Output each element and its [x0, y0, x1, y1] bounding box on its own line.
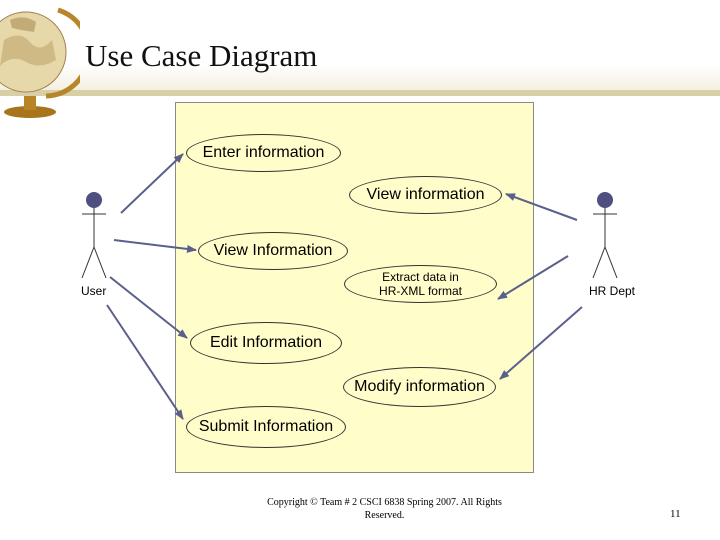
- globe-icon: [0, 7, 80, 118]
- arrow-user-view: [113, 239, 197, 253]
- usecase-view-information-user: View Information: [198, 232, 348, 270]
- slide-title: Use Case Diagram: [85, 38, 318, 73]
- header-rule: [0, 90, 720, 96]
- footer-copyright: Copyright © Team # 2 CSCI 6838 Spring 20…: [267, 497, 502, 521]
- arrow-hr-modify: [499, 306, 583, 380]
- arrow-user-submit: [106, 304, 184, 420]
- header-band: [0, 0, 720, 92]
- usecase-label: Modify information: [354, 378, 485, 395]
- hr-actor-icon: [592, 192, 618, 279]
- usecase-modify-information: Modify information: [343, 367, 496, 407]
- usecase-label: Enter information: [202, 144, 325, 161]
- arrow-user-enter: [120, 153, 184, 214]
- usecase-label: View information: [366, 186, 485, 203]
- usecase-label: Edit Information: [209, 334, 323, 351]
- arrow-hr-extract: [497, 255, 569, 300]
- usecase-enter-information: Enter information: [186, 134, 341, 172]
- hr-actor-label: HR Dept: [589, 284, 636, 298]
- usecase-submit-information: Submit Information: [186, 406, 346, 448]
- usecase-extract-data: Extract data in HR-XML format: [344, 265, 497, 303]
- usecase-edit-information: Edit Information: [190, 322, 342, 364]
- user-actor-icon: [81, 192, 107, 279]
- user-actor-label: User: [81, 284, 107, 298]
- page-number: 11: [670, 508, 681, 520]
- usecase-view-information-hr: View information: [349, 176, 502, 214]
- arrow-hr-view: [505, 193, 578, 221]
- usecase-label: Extract data in HR-XML format: [379, 270, 462, 298]
- usecase-label: Submit Information: [198, 418, 334, 435]
- arrow-user-edit: [109, 276, 188, 339]
- usecase-label: View Information: [213, 242, 333, 259]
